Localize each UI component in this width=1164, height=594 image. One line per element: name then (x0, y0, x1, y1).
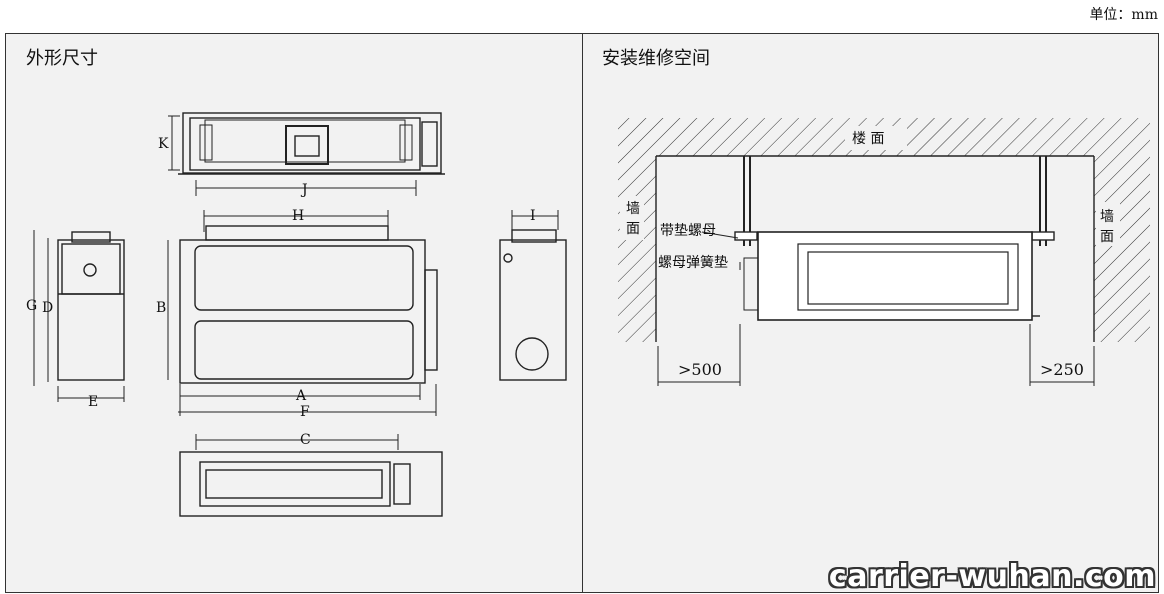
dim-label-i: I (530, 208, 536, 224)
dim-label-f: F (300, 404, 310, 420)
top-view (178, 112, 445, 175)
wall-right-label-1: 墙 (1100, 209, 1114, 225)
floor-label: 楼 面 (852, 131, 885, 147)
dim-label-k: K (158, 136, 169, 152)
dim-label-a: A (296, 388, 307, 404)
installation-diagram (618, 118, 1150, 386)
dim-label-g: G (26, 298, 38, 314)
unit-label: 单位：mm (1089, 7, 1158, 23)
dim-label-b: B (156, 300, 167, 316)
front-view (179, 225, 438, 384)
dimensions-title: 外形尺寸 (26, 48, 98, 69)
clearance-right-label: >250 (1040, 360, 1084, 379)
bottom-view (179, 451, 443, 517)
dim-label-d: D (42, 300, 54, 316)
wall-left-label-2: 面 (626, 221, 640, 237)
dim-label-h: H (292, 208, 305, 224)
wall-left-label-1: 墙 (626, 201, 640, 217)
panel-divider (582, 33, 583, 593)
dim-label-j: J (302, 182, 308, 198)
dim-label-c: C (300, 432, 311, 448)
side-view-left (57, 231, 125, 381)
dim-label-e: E (88, 394, 99, 410)
clearance-left-label: >500 (678, 360, 722, 379)
installation-space-title: 安装维修空间 (602, 48, 710, 69)
nut-spring-washer-label: 螺母弹簧垫 (658, 255, 728, 271)
side-view-right (499, 229, 567, 381)
nut-with-washer-label: 带垫螺母 (660, 223, 716, 239)
watermark: carrier-wuhan.com (828, 559, 1156, 594)
wall-right-label-2: 面 (1100, 229, 1114, 245)
